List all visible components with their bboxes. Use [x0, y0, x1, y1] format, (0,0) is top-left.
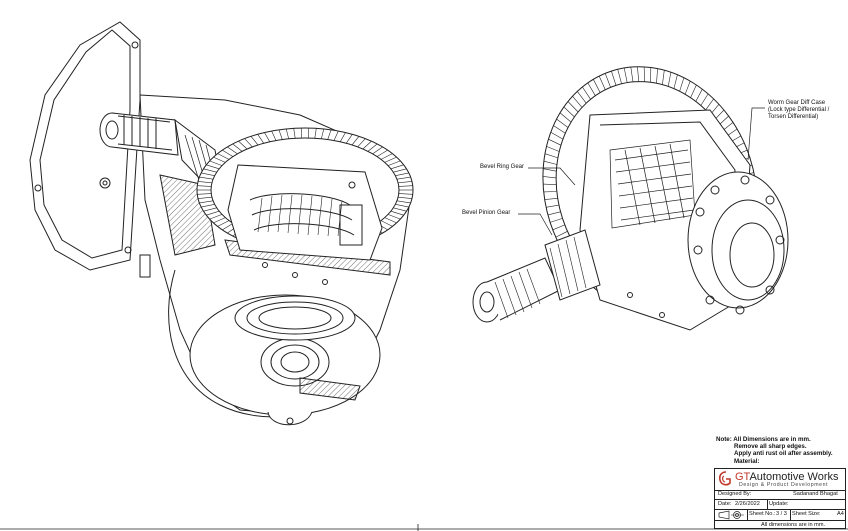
left-differential-assembly — [29, 21, 414, 426]
brand-rest: Automotive Works — [749, 471, 839, 483]
dims-note: All dimensions are in mm. — [761, 522, 826, 528]
third-angle-projection-icon — [718, 510, 744, 520]
worm-case-label-2: (Lock type Differential / — [768, 107, 830, 113]
worm-case-label-1: Worm Gear Diff Case — [768, 100, 826, 106]
note-line-4: Material: — [734, 457, 760, 465]
update-label: Update: — [769, 501, 789, 507]
right-gear-assembly — [472, 66, 789, 331]
callout-leaders — [518, 107, 765, 236]
drawing-notes: Note: All Dimensions are in mm. Remove a… — [716, 436, 833, 465]
note-line-1: Note: All Dimensions are in mm. — [716, 436, 811, 443]
note-line-2: Remove all sharp edges. — [734, 443, 807, 451]
designed-by-label: Designed By: — [718, 491, 752, 497]
company-name: GTAutomotive Works — [735, 471, 839, 483]
date-label: Date: — [718, 501, 732, 507]
company-logo: GTAutomotive Works Design & Product Deve… — [715, 469, 845, 491]
company-tagline: Design & Product Development — [739, 482, 829, 488]
worm-case-label-3: Torsen Differential) — [768, 114, 819, 120]
sheet-size-label: Sheet Size: — [792, 511, 821, 517]
bevel-pinion-gear-callout: Bevel Pinion Gear — [462, 210, 511, 216]
worm-gear-case-callout: Worm Gear Diff Case (Lock type Different… — [768, 100, 829, 121]
sheet-border — [0, 524, 848, 531]
date-row: Date: 2/26/2022 Update: — [715, 500, 845, 510]
gt-logo-icon — [718, 471, 731, 486]
sheet-row: Sheet No.: 3 / 3 Sheet Size: A4 — [715, 510, 845, 521]
title-block: GTAutomotive Works Design & Product Deve… — [714, 468, 846, 529]
dims-row: All dimensions are in mm. — [715, 521, 845, 530]
sheet-no-label: Sheet No.: — [749, 511, 776, 517]
sheet-size-value: A4 — [837, 511, 844, 517]
brand-gt: GT — [735, 471, 750, 483]
designer-name: Sadanand Bhagat — [793, 491, 838, 497]
bevel-ring-gear-callout: Bevel Ring Gear — [480, 164, 525, 170]
note-line-3: Apply anti rust oil after assembly. — [734, 450, 833, 458]
designed-by-row: Designed By: Sadanand Bhagat — [715, 490, 845, 500]
date-value: 2/26/2022 — [735, 501, 760, 507]
sheet-no-value: 3 / 3 — [776, 511, 787, 517]
